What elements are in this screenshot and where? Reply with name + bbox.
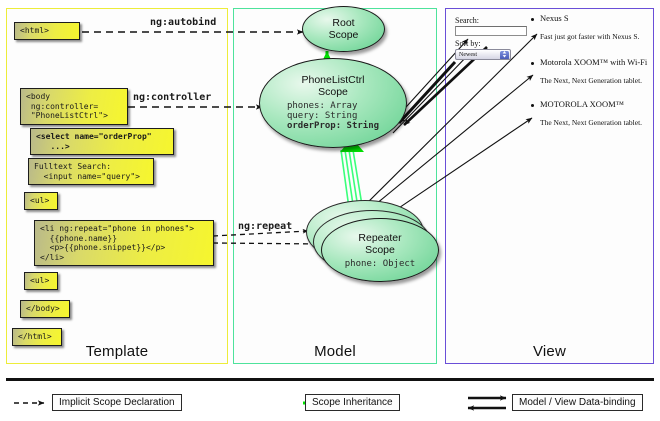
wire-label-controller: ng:controller bbox=[133, 92, 212, 103]
phonelistctrl-scope-title: PhoneListCtrl Scope bbox=[301, 74, 364, 98]
legend-scope-inheritance: Scope Inheritance bbox=[305, 394, 400, 411]
html-open-box: <html> bbox=[14, 22, 80, 40]
search-label: Search: bbox=[455, 16, 479, 25]
sort-select[interactable]: Newest ▲▼ bbox=[455, 49, 511, 60]
phone-snippet: The Next, Next Generation tablet. bbox=[540, 76, 643, 85]
sort-select-value: Newest bbox=[459, 52, 477, 58]
phonelistctrl-scope-title-line2: Scope bbox=[318, 85, 348, 98]
repeater-scope-title-line2: Scope bbox=[365, 243, 395, 256]
repeater-scope-props: phone: Object bbox=[345, 259, 415, 269]
prop-phones: phones: Array bbox=[286, 100, 358, 111]
repeater-scope-title-line1: Repeater bbox=[358, 231, 402, 244]
list-bullet bbox=[531, 18, 534, 21]
repeater-scope-node: Repeater Scope phone: Object bbox=[321, 218, 439, 282]
phonelistctrl-scope-node: PhoneListCtrl Scope phones: Array query:… bbox=[259, 58, 407, 148]
wire-label-autobind: ng:autobind bbox=[150, 17, 217, 28]
prop-orderprop: orderProp: String bbox=[286, 120, 380, 131]
phone-snippet: The Next, Next Generation tablet. bbox=[540, 118, 643, 127]
column-label-template: Template bbox=[85, 343, 149, 360]
column-label-model: Model bbox=[314, 343, 356, 360]
root-scope-title: Root Scope bbox=[329, 17, 359, 41]
prop-phone: phone: Object bbox=[344, 258, 416, 269]
sort-label: Sort by: bbox=[455, 39, 481, 48]
chevron-updown-icon: ▲▼ bbox=[500, 50, 509, 60]
search-input[interactable] bbox=[455, 26, 527, 36]
html-close-box: </html> bbox=[12, 328, 62, 346]
fulltext-search-box: Fulltext Search: <input name="query"> bbox=[28, 158, 154, 185]
root-scope-node: Root Scope bbox=[302, 6, 385, 52]
li-repeat-box: <li ng:repeat="phone in phones"> {{phone… bbox=[34, 220, 214, 266]
legend-implicit-scope-declaration: Implicit Scope Declaration bbox=[52, 394, 182, 411]
ul-close-box: <ul> bbox=[24, 272, 58, 290]
body-box: <body ng:controller= "PhoneListCtrl"> bbox=[20, 88, 128, 125]
legend-model-view-data-binding: Model / View Data-binding bbox=[512, 394, 643, 411]
root-scope-title-line1: Root bbox=[332, 17, 355, 29]
body-close-box: </body> bbox=[20, 300, 70, 318]
select-box: <select name="orderProp" ...> bbox=[30, 128, 174, 155]
wire-label-repeat: ng:repeat bbox=[238, 221, 293, 232]
phonelistctrl-scope-props: phones: Array query: String orderProp: S… bbox=[287, 101, 379, 131]
phone-name: Nexus S bbox=[540, 13, 569, 23]
legend-divider bbox=[6, 378, 654, 381]
phone-name: MOTOROLA XOOM™ bbox=[540, 99, 624, 109]
list-bullet bbox=[531, 104, 534, 107]
phone-name: Motorola XOOM™ with Wi-Fi bbox=[540, 57, 648, 67]
repeater-scope-title: Repeater Scope bbox=[358, 232, 401, 256]
root-scope-title-line2: Scope bbox=[328, 29, 359, 41]
ul-open-box: <ul> bbox=[24, 192, 58, 210]
phonelistctrl-scope-title-line1: PhoneListCtrl bbox=[301, 73, 365, 86]
phone-snippet: Fast just got faster with Nexus S. bbox=[540, 32, 640, 41]
list-bullet bbox=[531, 62, 534, 65]
column-label-view: View bbox=[532, 343, 567, 360]
prop-query: query: String bbox=[286, 110, 358, 121]
